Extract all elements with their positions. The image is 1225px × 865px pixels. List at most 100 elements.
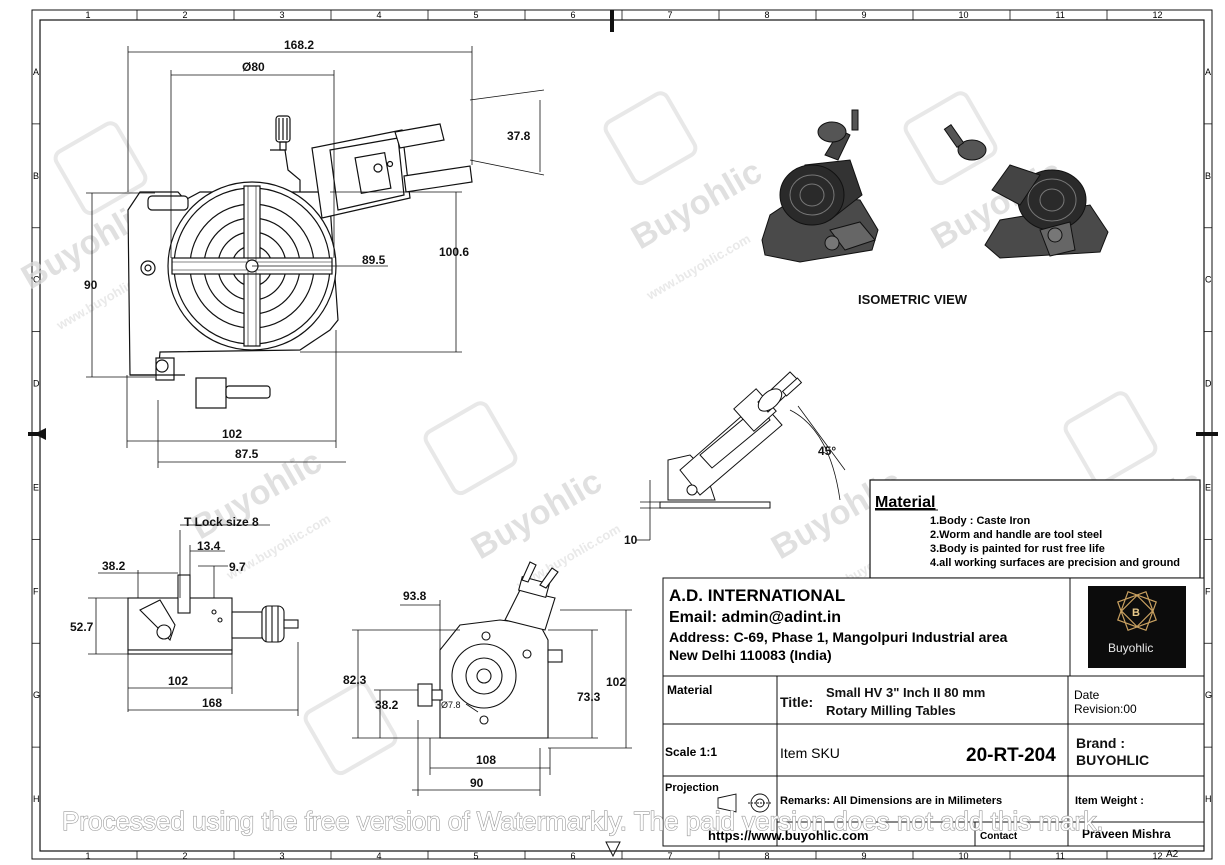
border-row-label: A: [33, 67, 39, 77]
center-mark-left-arrow: [34, 428, 46, 440]
sku-label: Item SKU: [780, 745, 840, 761]
dim-37-8: 37.8: [507, 129, 531, 143]
dim-89-5: 89.5: [362, 253, 386, 267]
border-row-label: C: [1205, 275, 1212, 285]
side-view: [127, 574, 299, 655]
title-block-text: A.D. INTERNATIONAL Email: admin@adint.in…: [665, 586, 1186, 860]
material-item: 3.Body is painted for rust free life: [930, 543, 1105, 555]
dim-52-7: 52.7: [70, 620, 94, 634]
title-label: Title:: [780, 694, 813, 710]
border-row-label: D: [1205, 379, 1212, 389]
border-column-label: 6: [571, 851, 576, 861]
material-heading: Material: [875, 494, 935, 511]
dim-38-2: 38.2: [375, 698, 399, 712]
border-column-label: 12: [1153, 851, 1163, 861]
weight-label: Item Weight :: [1075, 795, 1144, 807]
dim-9-7: 9.7: [229, 560, 246, 574]
isometric-view-right: [943, 123, 1109, 259]
brand-value: BUYOHLIC: [1076, 752, 1149, 768]
border-row-label: D: [33, 379, 40, 389]
front-view: [127, 115, 473, 409]
dim-102: 102: [606, 675, 626, 689]
dim-93-8: 93.8: [403, 589, 427, 603]
border-row-label: A: [1205, 67, 1211, 77]
sheet-size: A2: [1166, 849, 1179, 860]
tilted-view-dimensions: [636, 405, 846, 541]
company-address-line1: Address: C-69, Phase 1, Mangolpuri Indus…: [669, 629, 1008, 645]
border-row-label: E: [33, 482, 39, 492]
dim-13-4: 13.4: [197, 539, 221, 553]
front-view-dimensions: [86, 46, 545, 468]
border-row-label: B: [33, 171, 39, 181]
material-item: 4.all working surfaces are precision and…: [930, 557, 1180, 569]
dim-168-2: 168.2: [284, 38, 314, 52]
border-column-label: 2: [183, 851, 188, 861]
end-view-dim-labels: 93.8 82.3 38.2 Ø7.8 73.3 102 108 90: [343, 589, 626, 790]
material-label: Material: [667, 683, 712, 697]
company-email: Email: admin@adint.in: [669, 609, 841, 626]
border-row-label: E: [1205, 482, 1211, 492]
border-column-label: 5: [474, 10, 479, 20]
border-row-label: F: [33, 586, 39, 596]
border-row-label: G: [1205, 690, 1212, 700]
revision: Revision:00: [1074, 702, 1137, 716]
projection-symbol-icon: [717, 793, 772, 813]
isometric-view-label: ISOMETRIC VIEW: [858, 292, 968, 307]
border-column-label: 8: [765, 851, 770, 861]
dim-108: 108: [476, 753, 496, 767]
dim-90: 90: [84, 278, 98, 292]
remarks: Remarks: All Dimensions are in Milimeter…: [780, 795, 1002, 807]
border-column-label: 9: [862, 10, 867, 20]
border-column-label: 4: [377, 851, 382, 861]
border-row-label: F: [1205, 586, 1211, 596]
dim-82-3: 82.3: [343, 673, 367, 687]
border-row-label: C: [33, 275, 40, 285]
contact-label: Contact: [980, 831, 1018, 842]
border-column-label: 3: [280, 10, 285, 20]
title-line1: Small HV 3" Inch II 80 mm: [826, 685, 985, 700]
border-column-label: 8: [765, 10, 770, 20]
border-column-label: 11: [1056, 10, 1065, 20]
border-column-label: 10: [959, 851, 969, 861]
material-item: 2.Worm and handle are tool steel: [930, 529, 1102, 541]
border-column-label: 11: [1056, 851, 1065, 861]
logo-emblem-icon: [1117, 591, 1157, 631]
company-name: A.D. INTERNATIONAL: [669, 586, 845, 605]
end-view-dimensions: [352, 600, 632, 796]
border-column-label: 1: [86, 851, 91, 861]
material-box: Material 1.Body : Caste Iron 2.Worm and …: [869, 479, 1201, 579]
company-address-line2: New Delhi 110083 (India): [669, 647, 832, 663]
dim-phi80: Ø80: [242, 60, 265, 74]
dim-45-deg: 45°: [818, 444, 836, 458]
side-view-dimensions: [88, 524, 299, 716]
end-view: [417, 561, 563, 739]
scale-label: Scale 1:1: [665, 745, 717, 759]
dim-87-5: 87.5: [235, 447, 259, 461]
front-view-dim-labels: 168.2 Ø80 37.8 90 89.5 100.6 102 87.5: [84, 38, 531, 461]
border-column-label: 10: [959, 10, 969, 20]
border-row-label: B: [1205, 171, 1211, 181]
tilted-view: [659, 371, 803, 509]
dim-90: 90: [470, 776, 484, 790]
border-column-label: 12: [1153, 10, 1163, 20]
logo-text: Buyohlic: [1108, 641, 1153, 655]
title-line2: Rotary Milling Tables: [826, 703, 956, 718]
dim-168: 168: [202, 696, 222, 710]
border-column-label: 6: [571, 10, 576, 20]
dim-100-6: 100.6: [439, 245, 469, 259]
brand-label: Brand :: [1076, 735, 1125, 751]
side-view-dim-labels: T Lock size 8 13.4 38.2 9.7 52.7 102 168: [70, 515, 259, 710]
dim-102: 102: [168, 674, 188, 688]
border-row-label: G: [33, 690, 40, 700]
projection-label: Projection: [665, 782, 719, 794]
border-row-label: H: [33, 794, 40, 804]
border-column-label: 4: [377, 10, 382, 20]
border-column-label: 7: [668, 10, 673, 20]
material-item: 1.Body : Caste Iron: [930, 515, 1031, 527]
dim-73-3: 73.3: [577, 690, 601, 704]
border-column-label: 2: [183, 10, 188, 20]
center-mark-bottom: [605, 841, 621, 858]
isometric-view-left: [761, 109, 879, 263]
border-column-label: 1: [86, 10, 91, 20]
